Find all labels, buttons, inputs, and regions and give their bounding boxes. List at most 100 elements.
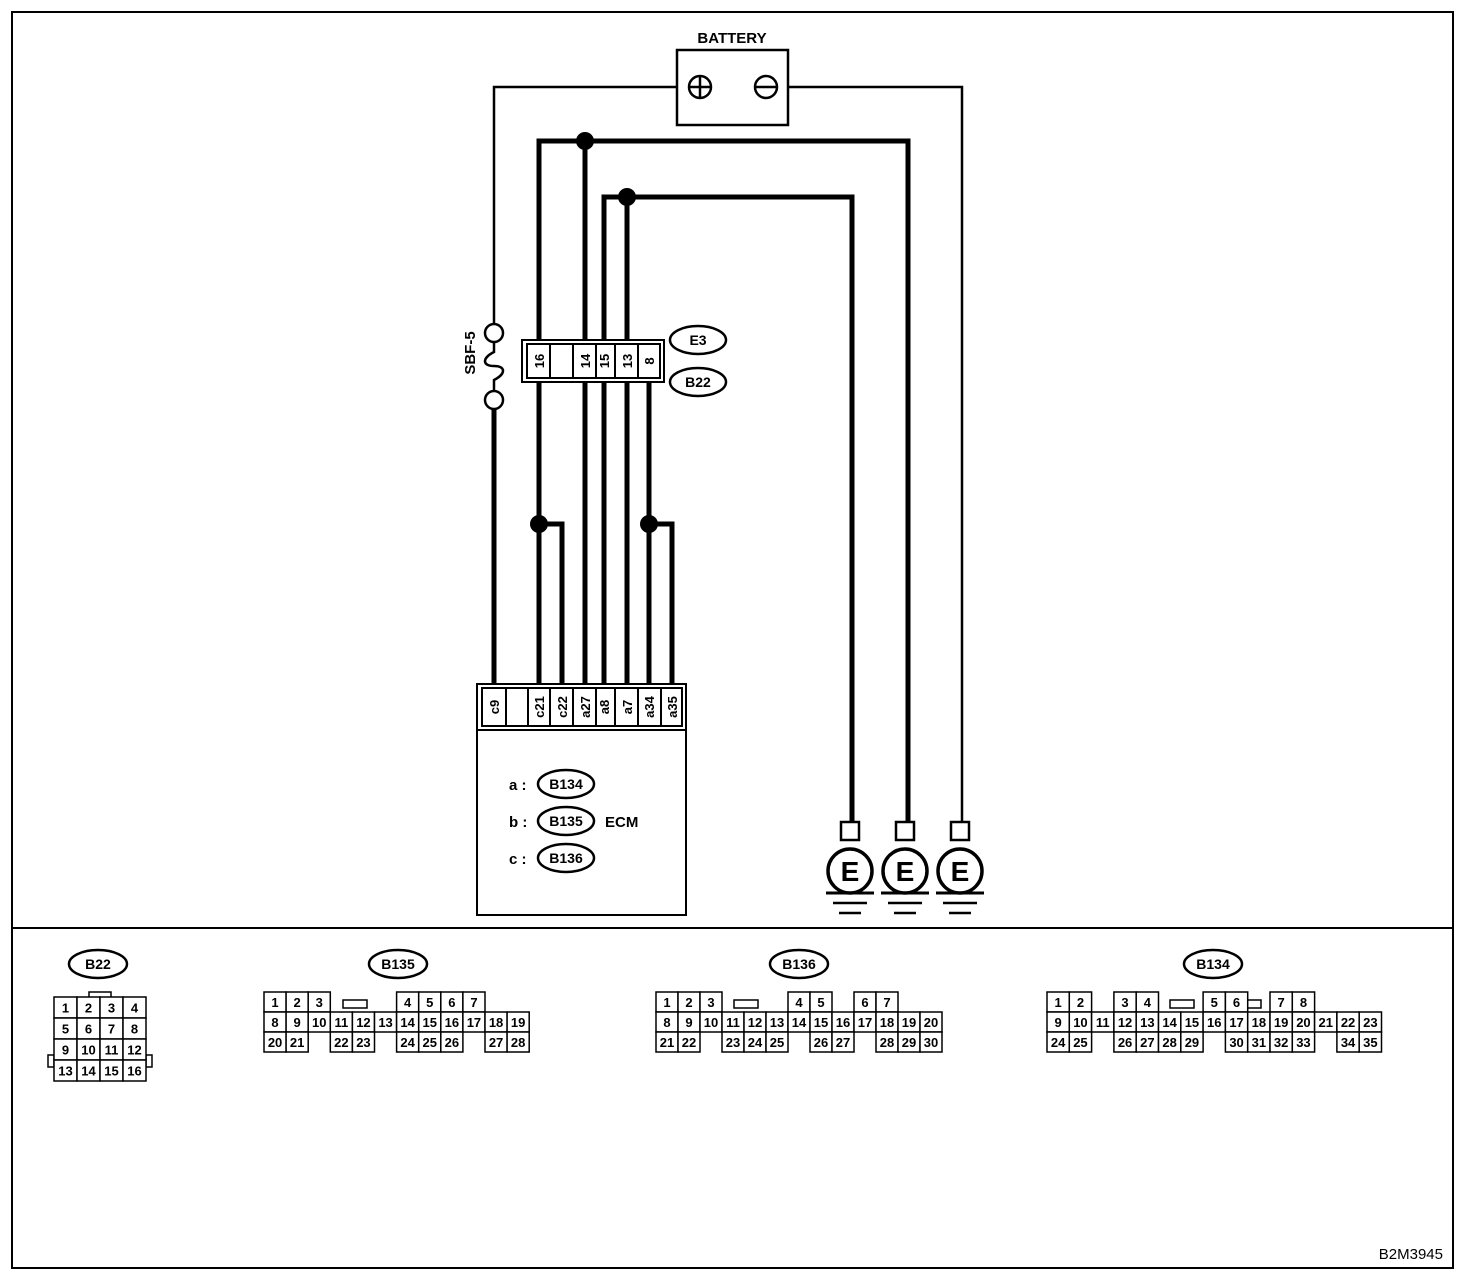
connector-pin-number: 28 bbox=[880, 1035, 894, 1050]
joint-outer bbox=[521, 339, 665, 383]
ground-label: E bbox=[841, 856, 860, 887]
connector-cavity bbox=[506, 1031, 530, 1053]
connector-pin-number: 22 bbox=[1341, 1015, 1355, 1030]
connector-title-badge bbox=[1182, 948, 1244, 980]
ecm-pin-label: a35 bbox=[665, 696, 680, 718]
wire-battery-negative bbox=[788, 85, 964, 822]
wire-ground-bus-2 bbox=[601, 194, 855, 822]
connector-pin-number: 8 bbox=[131, 1022, 138, 1037]
connector-pin-number: 13 bbox=[58, 1064, 72, 1079]
connector-title-badge bbox=[367, 948, 429, 980]
connector-pin-number: 6 bbox=[861, 995, 868, 1010]
fuse-terminal bbox=[483, 322, 505, 344]
connector-pin-number: 24 bbox=[748, 1035, 763, 1050]
connector-pin-number: 17 bbox=[1229, 1015, 1243, 1030]
joint-inner bbox=[526, 343, 661, 379]
connector-pin-number: 17 bbox=[858, 1015, 872, 1030]
connector-pin-number: 15 bbox=[1185, 1015, 1199, 1030]
connector-pin-number: 11 bbox=[334, 1015, 348, 1030]
connector-pin-number: 14 bbox=[81, 1064, 96, 1079]
ecm-legend-connector: B135 bbox=[549, 813, 583, 829]
connector-cavity bbox=[351, 1031, 376, 1053]
connector-cavity bbox=[1068, 1031, 1093, 1053]
fuse-sbf5: SBF-5 bbox=[462, 322, 505, 411]
connector-pin-number: 22 bbox=[682, 1035, 696, 1050]
connector-pin-number: 35 bbox=[1363, 1035, 1377, 1050]
connector-pin-number: 19 bbox=[902, 1015, 916, 1030]
splice-dot bbox=[618, 188, 636, 206]
connector-pin-number: 14 bbox=[400, 1015, 415, 1030]
connector-pin-number: 12 bbox=[356, 1015, 370, 1030]
connector-pin-number: 3 bbox=[1121, 995, 1128, 1010]
connector-pin-number: 11 bbox=[105, 1043, 119, 1058]
wire-ground-bus-1 bbox=[536, 138, 911, 822]
connector-cavity bbox=[1291, 1031, 1316, 1053]
connector-pin-number: 26 bbox=[814, 1035, 828, 1050]
connector-pin-number: 20 bbox=[924, 1015, 938, 1030]
connector-pin-number: 3 bbox=[316, 995, 323, 1010]
connector-pin-number: 34 bbox=[1341, 1035, 1356, 1050]
tag-e3-label: E3 bbox=[689, 332, 706, 348]
connector-pin-number: 18 bbox=[489, 1015, 503, 1030]
connector-pin-number: 19 bbox=[1274, 1015, 1288, 1030]
connector-pin-number: 8 bbox=[663, 1015, 670, 1030]
connector-pin-number: 27 bbox=[1140, 1035, 1154, 1050]
ecm-legend-c: c : B136 bbox=[509, 842, 596, 874]
connector-pin-number: 7 bbox=[108, 1022, 115, 1037]
ecm-legend-key: b : bbox=[509, 814, 527, 831]
battery: BATTERY bbox=[675, 30, 790, 127]
ecm-pin-label: a27 bbox=[578, 696, 593, 718]
connector-pin-number: 30 bbox=[924, 1035, 938, 1050]
connector-pin-number: 28 bbox=[511, 1035, 525, 1050]
connector-pin-number: 24 bbox=[400, 1035, 415, 1050]
connector-title: B22 bbox=[85, 956, 111, 972]
ground-icon: E bbox=[936, 820, 984, 915]
connector-cavity bbox=[1180, 1031, 1204, 1053]
diagram-frame bbox=[11, 11, 1454, 1269]
connector-pin-number: 4 bbox=[131, 1001, 139, 1016]
connector-pin-number: 16 bbox=[836, 1015, 850, 1030]
connector-pin-number: 30 bbox=[1229, 1035, 1243, 1050]
connector-pin-number: 26 bbox=[1118, 1035, 1132, 1050]
connector-cavity bbox=[440, 1031, 464, 1053]
connector-side-tab bbox=[47, 1054, 55, 1068]
connector-pin-number: 21 bbox=[290, 1035, 304, 1050]
connector-pin-number: 27 bbox=[489, 1035, 503, 1050]
connector-pin-number: 4 bbox=[1144, 995, 1152, 1010]
connector-pin-number: 19 bbox=[511, 1015, 525, 1030]
connector-cavity bbox=[765, 1031, 789, 1053]
connector-pin-number: 5 bbox=[817, 995, 824, 1010]
ground-label: E bbox=[951, 856, 970, 887]
connector-pin-number: 25 bbox=[423, 1035, 437, 1050]
fuse-link-icon bbox=[483, 342, 505, 391]
connector-pin-number: 5 bbox=[1211, 995, 1218, 1010]
connector-pin-number: 14 bbox=[1162, 1015, 1177, 1030]
splice-points bbox=[530, 132, 658, 533]
connector-pin-number: 12 bbox=[748, 1015, 762, 1030]
connector-pin-number: 15 bbox=[814, 1015, 828, 1030]
wire-battery-positive bbox=[492, 85, 677, 325]
ecm-legend-a: a : B134 bbox=[509, 768, 596, 800]
joint-pin-label: 15 bbox=[597, 354, 612, 368]
connector-pin-number: 1 bbox=[663, 995, 670, 1010]
connector-pin-number: 2 bbox=[685, 995, 692, 1010]
connector-pin-number: 10 bbox=[312, 1015, 326, 1030]
splice-dot bbox=[530, 515, 548, 533]
connector-cavity bbox=[122, 1059, 147, 1082]
connector-pin-number: 15 bbox=[104, 1064, 118, 1079]
fuse-label: SBF-5 bbox=[462, 331, 479, 374]
ecm-legend-key: c : bbox=[509, 851, 527, 868]
battery-label: BATTERY bbox=[697, 30, 766, 47]
connector-lock-tab bbox=[1169, 999, 1195, 1009]
connector-pin-number: 18 bbox=[880, 1015, 894, 1030]
ecm-pin-label: a7 bbox=[620, 700, 635, 714]
joint-pin-label: 8 bbox=[642, 357, 657, 364]
connector-pin-number: 27 bbox=[836, 1035, 850, 1050]
connector-pin-number: 4 bbox=[404, 995, 412, 1010]
connector-pin-number: 31 bbox=[1252, 1035, 1266, 1050]
connector-pin-number: 6 bbox=[85, 1022, 92, 1037]
